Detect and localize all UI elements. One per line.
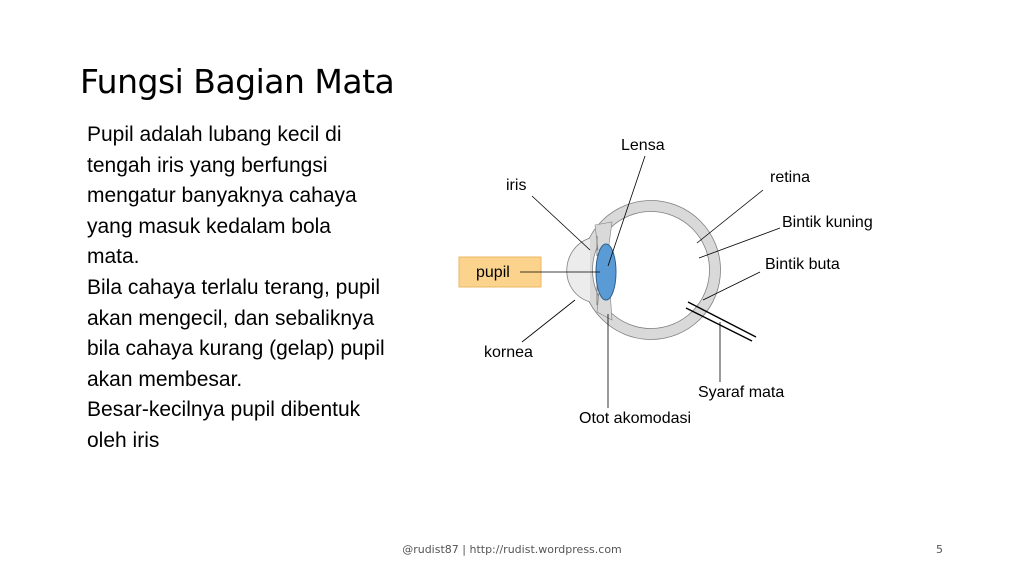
optic-nerve-inner: [685, 307, 753, 342]
label-bintik-kuning: Bintik kuning: [782, 214, 873, 231]
label-pupil: pupil: [476, 264, 510, 281]
label-bintik-buta: Bintik buta: [765, 256, 840, 273]
paragraph-pupil-definition: Pupil adalah lubang kecil di tengah iris…: [87, 123, 357, 269]
paragraph-bright-light: Bila cahaya terlalu terang, pupil akan m…: [87, 275, 385, 391]
leader-line-lensa: [607, 155, 646, 267]
label-otot-akomodasi: Otot akomodasi: [579, 410, 691, 427]
optic-nerve-outer: [687, 301, 757, 338]
footer-text: @rudist87 | http://rudist.wordpress.com: [402, 543, 622, 556]
label-lensa: Lensa: [621, 137, 665, 154]
slide-title: Fungsi Bagian Mata: [80, 62, 395, 101]
cornea-shape: [566, 237, 591, 303]
leader-line-iris: [531, 195, 591, 251]
paragraph-iris-role: Besar-kecilnya pupil dibentuk oleh iris: [87, 398, 361, 452]
label-retina: retina: [770, 169, 810, 186]
eye-diagram: Lensa iris retina Bintik kuning pupil Bi…: [458, 137, 873, 427]
eyeball-inner-edge: [592, 211, 710, 329]
label-syaraf-mata: Syaraf mata: [698, 384, 784, 401]
leader-line-kornea: [521, 299, 576, 343]
label-kornea: kornea: [484, 344, 533, 361]
leader-line-retina: [696, 189, 764, 244]
leader-line-bintik-buta: [702, 271, 761, 301]
leader-line-bintik-kuning: [698, 227, 781, 259]
label-iris: iris: [506, 177, 526, 194]
body-text: Pupil adalah lubang kecil di tengah iris…: [87, 120, 387, 457]
page-number: 5: [936, 543, 943, 556]
